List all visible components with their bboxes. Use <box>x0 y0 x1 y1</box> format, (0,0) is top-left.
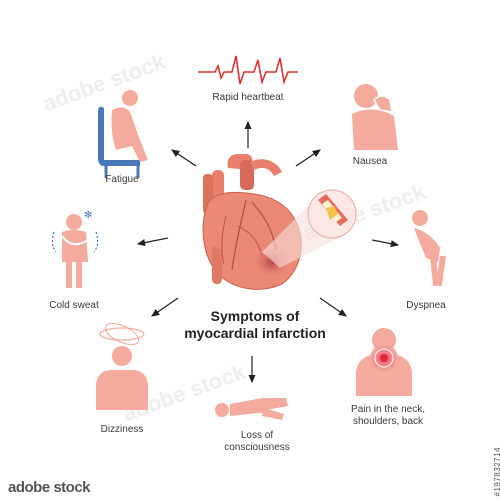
arrows <box>136 120 400 384</box>
arrow-nausea <box>295 149 321 167</box>
arrow-fatigue <box>171 149 197 167</box>
arrow-pain <box>319 297 347 317</box>
page-title: Symptoms of myocardial infarction <box>170 308 340 342</box>
label-cold-sweat: Cold sweat <box>49 300 99 311</box>
title-line2: myocardial infarction <box>184 325 326 341</box>
pain-icon <box>356 328 412 396</box>
cold-sweat-icon: ✻ <box>51 210 99 288</box>
title-line1: Symptoms of <box>210 308 300 324</box>
loss-of-consciousness-icon <box>215 398 288 420</box>
label-nausea: Nausea <box>352 156 388 167</box>
svg-text:✻: ✻ <box>84 210 92 221</box>
dizziness-icon <box>96 322 148 410</box>
label-dizziness: Dizziness <box>100 424 144 435</box>
heart-icon <box>202 154 302 290</box>
ecg-icon <box>198 55 298 85</box>
label-rapid-heartbeat: Rapid heartbeat <box>212 92 284 103</box>
blocked-artery-icon <box>262 189 357 268</box>
fatigue-icon <box>98 90 148 178</box>
label-pain: Pain in the neck, shoulders, back <box>338 404 438 428</box>
label-dyspnea: Dyspnea <box>406 300 446 311</box>
arrow-dizziness <box>151 297 179 317</box>
stock-id: #197832714 <box>493 446 500 497</box>
nausea-icon <box>352 84 398 150</box>
arrow-cold-sweat <box>136 237 169 247</box>
label-loss-line2: consciousness <box>224 442 290 453</box>
dyspnea-icon <box>412 210 446 287</box>
label-fatigue: Fatigue <box>105 174 139 185</box>
label-pain-line1: Pain in the neck, <box>351 404 425 415</box>
brand-logo: adobe stock <box>8 479 91 496</box>
label-pain-line2: shoulders, back <box>352 416 424 427</box>
arrow-dyspnea <box>371 239 400 248</box>
label-loss-line1: Loss of <box>240 430 274 441</box>
label-loss-of-consciousness: Loss of consciousness <box>212 430 302 454</box>
